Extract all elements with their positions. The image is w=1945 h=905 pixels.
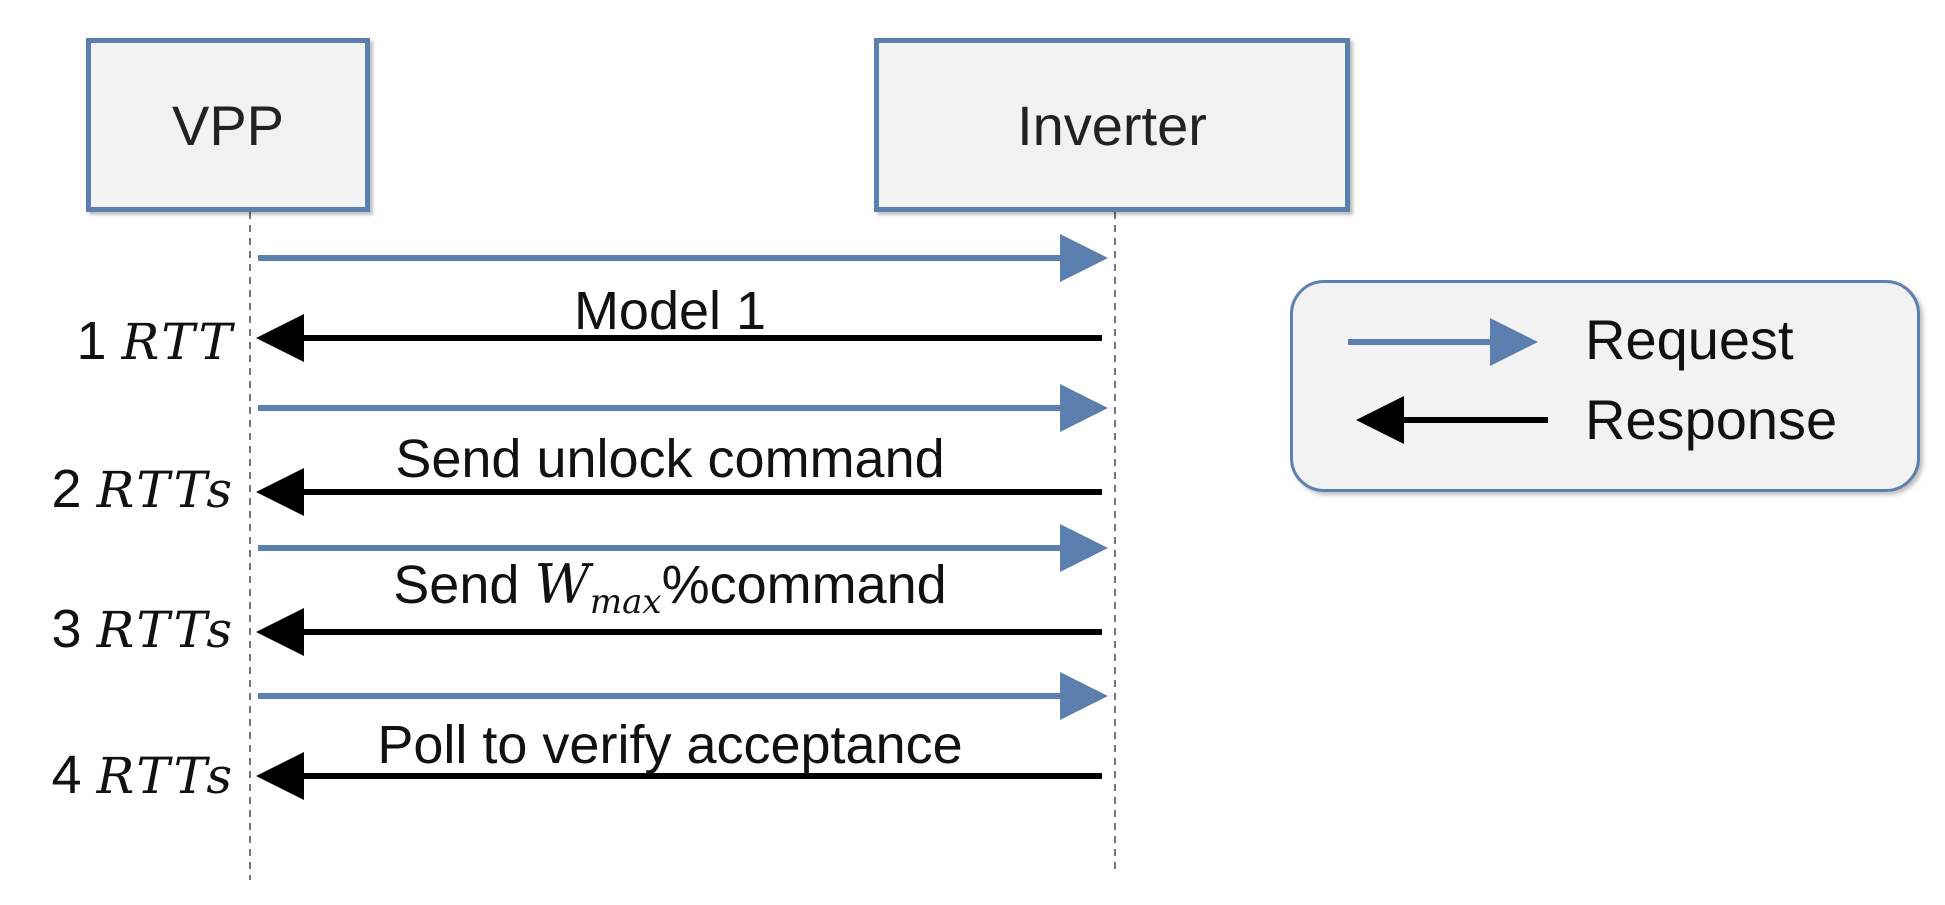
message-3-math-base: W bbox=[534, 553, 590, 616]
inverter-actor-label: Inverter bbox=[1017, 93, 1207, 157]
vpp-actor-box: VPP bbox=[86, 38, 370, 212]
message-label-2: Send unlock command bbox=[395, 429, 945, 489]
vpp-actor-label: VPP bbox=[171, 93, 285, 157]
rtt-label-3: 3 RTTs bbox=[52, 602, 235, 656]
message-3-prefix: Send bbox=[393, 555, 535, 615]
legend-request-label: Request bbox=[1585, 308, 1794, 371]
message-label-1: Model 1 bbox=[573, 281, 767, 341]
rtt-label-1: 1 RTT bbox=[77, 314, 235, 368]
rtt-2-index: 2 bbox=[51, 459, 82, 519]
legend-response-label: Response bbox=[1585, 388, 1838, 451]
rtt-4-index: 4 bbox=[51, 745, 82, 805]
rtt-3-index: 3 bbox=[51, 599, 82, 659]
message-3-math-sub: max bbox=[589, 582, 662, 622]
rtt-3-text: RTTs bbox=[96, 601, 235, 659]
legend-box bbox=[1290, 280, 1920, 492]
rtt-4-text: RTTs bbox=[96, 747, 235, 805]
rtt-2-text: RTTs bbox=[96, 461, 235, 519]
rtt-label-2: 2 RTTs bbox=[52, 462, 235, 516]
message-label-4: Poll to verify acceptance bbox=[377, 715, 963, 775]
message-label-3: Send Wmax%command bbox=[393, 555, 947, 620]
rtt-1-text: RTT bbox=[121, 313, 235, 371]
message-3-suffix: %command bbox=[661, 555, 947, 615]
rtt-1-index: 1 bbox=[76, 311, 107, 371]
rtt-label-4: 4 RTTs bbox=[52, 748, 235, 802]
inverter-actor-box: Inverter bbox=[874, 38, 1350, 212]
